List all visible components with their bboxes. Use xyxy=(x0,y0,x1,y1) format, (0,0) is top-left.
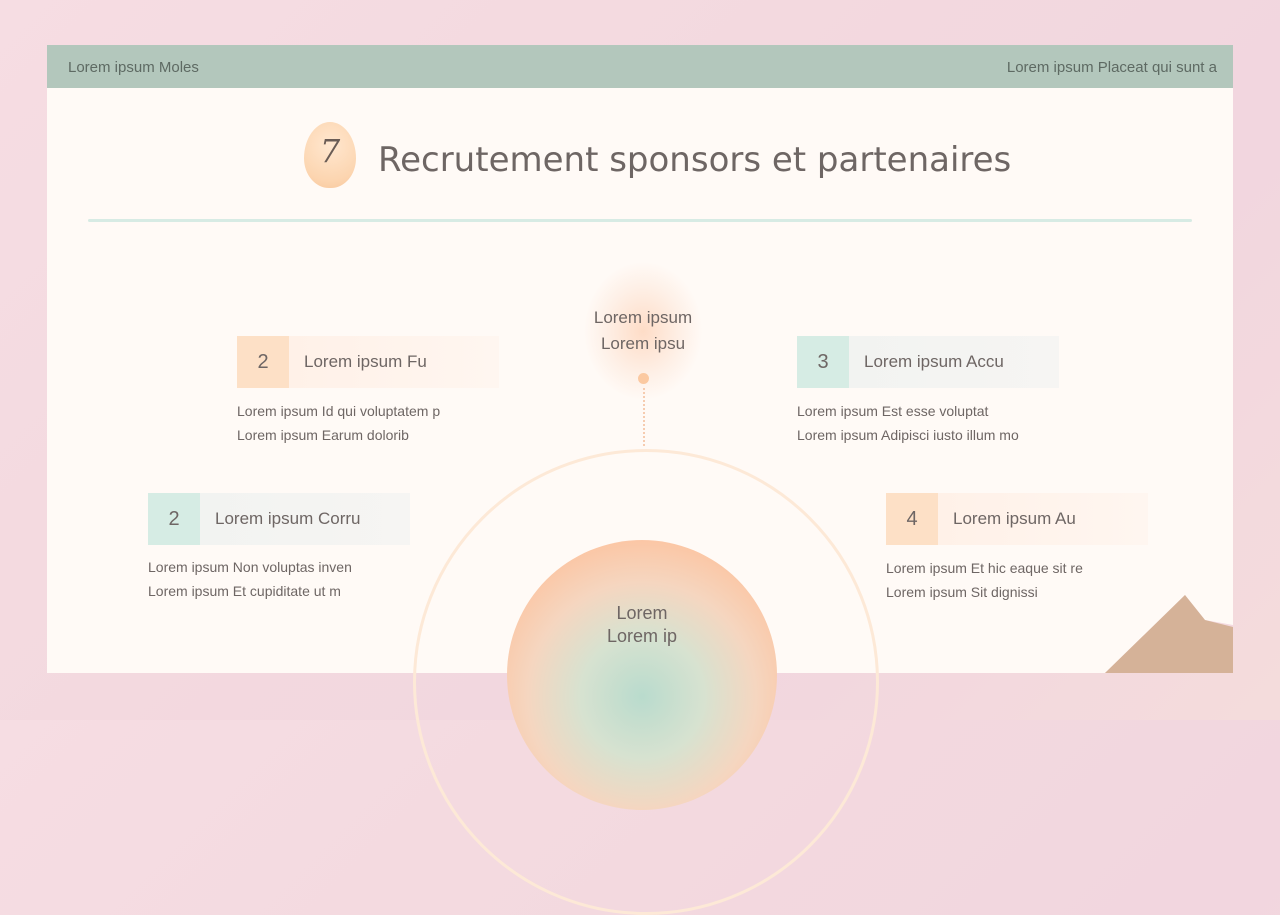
center-bottom-label: Lorem Lorem ip xyxy=(567,602,717,648)
card-4-desc-line1: Lorem ipsum Et hic eaque sit re xyxy=(886,560,1083,576)
card-1: 2 Lorem ipsum Fu xyxy=(237,336,499,388)
card-1-label: Lorem ipsum Fu xyxy=(304,352,427,371)
card-1-description: Lorem ipsum Id qui voluptatem p Lorem ip… xyxy=(237,399,440,447)
card-4-description: Lorem ipsum Et hic eaque sit re Lorem ip… xyxy=(886,556,1083,604)
connector-dot xyxy=(638,373,649,384)
header-right-text: Lorem ipsum Placeat qui sunt a xyxy=(1006,59,1217,76)
center-top-label: Lorem ipsum Lorem ipsu xyxy=(567,305,719,357)
card-2-desc-line1: Lorem ipsum Est esse voluptat xyxy=(797,403,989,419)
center-bottom-line2: Lorem ip xyxy=(606,626,678,646)
card-3-label: Lorem ipsum Corru xyxy=(215,509,361,528)
card-1-desc-line1: Lorem ipsum Id qui voluptatem p xyxy=(237,403,441,419)
card-3-desc-line2: Lorem ipsum Et cupiditate ut m xyxy=(148,583,341,599)
card-4-label: Lorem ipsum Au xyxy=(953,509,1076,528)
header-left-text: Lorem ipsum Moles xyxy=(68,59,199,76)
card-4-number: 4 xyxy=(886,493,938,545)
card-4-desc-line2: Lorem ipsum Sit dignissi xyxy=(886,584,1038,600)
slide-paper: Lorem ipsum Moles Lorem ipsum Placeat qu… xyxy=(47,45,1233,915)
title-divider xyxy=(88,219,1192,222)
header-bar: Lorem ipsum Moles Lorem ipsum Placeat qu… xyxy=(47,45,1233,90)
card-3-bar xyxy=(200,493,410,545)
card-3: 2 Lorem ipsum Corru xyxy=(148,493,410,545)
card-2-description: Lorem ipsum Est esse voluptat Lorem ipsu… xyxy=(797,399,1019,447)
center-bottom-line1: Lorem xyxy=(616,603,668,623)
card-3-number: 2 xyxy=(148,493,200,545)
card-2-number: 3 xyxy=(797,336,849,388)
card-2-bar xyxy=(849,336,1059,388)
card-2-label: Lorem ipsum Accu xyxy=(864,352,1004,371)
card-1-number: 2 xyxy=(237,336,289,388)
card-4-bar xyxy=(938,493,1148,545)
card-3-desc-line1: Lorem ipsum Non voluptas inven xyxy=(148,559,352,575)
page-title: Recrutement sponsors et partenaires xyxy=(378,140,1012,180)
inner-gradient-circle xyxy=(507,540,777,810)
section-number-badge: 7 xyxy=(304,122,356,188)
card-2-desc-line2: Lorem ipsum Adipisci iusto illum mo xyxy=(797,427,1019,443)
card-3-description: Lorem ipsum Non voluptas inven Lorem ips… xyxy=(148,555,352,603)
card-1-desc-line2: Lorem ipsum Earum dolorib xyxy=(237,427,409,443)
center-top-line2: Lorem ipsu xyxy=(600,334,686,353)
connector-dotted-line xyxy=(643,388,645,446)
section-number: 7 xyxy=(319,132,341,170)
center-top-line1: Lorem ipsum xyxy=(593,308,693,327)
page-curl-icon xyxy=(1105,595,1233,673)
card-4: 4 Lorem ipsum Au xyxy=(886,493,1148,545)
card-2: 3 Lorem ipsum Accu xyxy=(797,336,1059,388)
card-1-bar xyxy=(289,336,499,388)
